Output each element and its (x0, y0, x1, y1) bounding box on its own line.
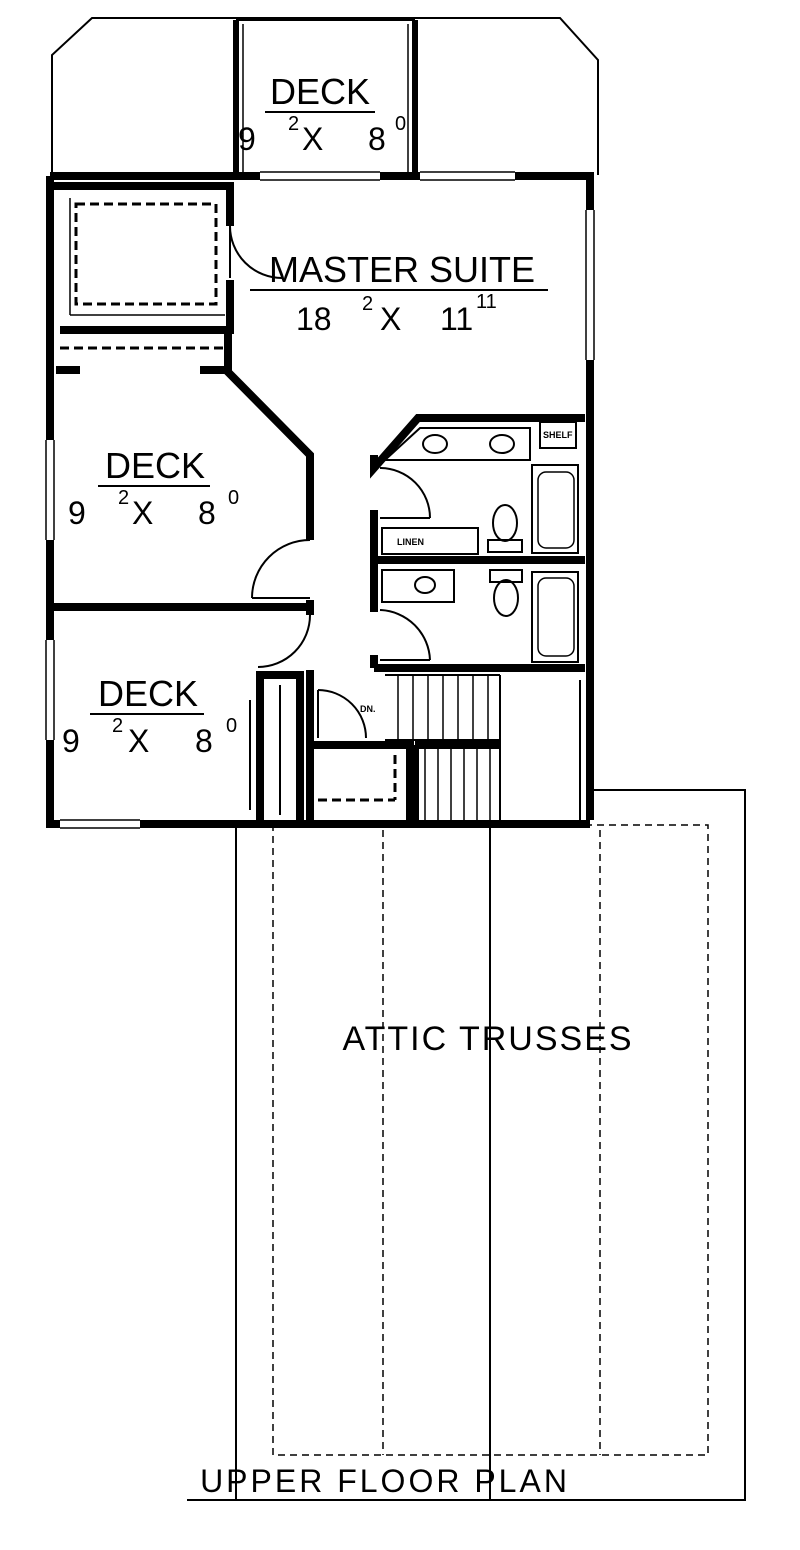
hall-closet (310, 689, 414, 824)
top-deck-outline (233, 19, 418, 178)
deck-mid-dim-a: 9 (68, 495, 86, 531)
deck-mid-dim-b-sup: 0 (228, 487, 239, 509)
master-suite-dim-b-sup: 11 (476, 291, 497, 313)
closet-top-left (50, 182, 283, 334)
shelf-label: SHELF (543, 430, 573, 440)
master-suite-name: MASTER SUITE (269, 249, 535, 290)
deck-mid-label: DECK 9 2 X 8 0 (68, 445, 239, 531)
deck-top-x: X (302, 121, 323, 157)
deck-bottom-name: DECK (98, 673, 198, 714)
deck-mid-dim-b: 8 (198, 495, 216, 531)
down-label: DN. (360, 704, 376, 714)
deck-bottom-dim-b-sup: 0 (226, 715, 237, 737)
deck-bottom-dim-b: 8 (195, 723, 213, 759)
deck-bottom-x: X (128, 723, 149, 759)
deck-top-label: DECK 9 2 X 8 0 (238, 71, 406, 157)
mid-deck-walls (50, 330, 314, 668)
attic-trusses-label: ATTIC TRUSSES (342, 1020, 633, 1058)
master-suite-dim-a: 18 (296, 301, 332, 337)
closet-band (56, 346, 228, 374)
bathroom-block (370, 414, 585, 672)
deck-top-name: DECK (270, 71, 370, 112)
master-suite-dim-a-sup: 2 (362, 293, 373, 315)
deck-mid-dim-a-sup: 2 (118, 487, 129, 509)
attic-trusses-area (235, 789, 746, 1501)
deck-mid-name: DECK (105, 445, 205, 486)
deck-top-dim-b: 8 (368, 121, 386, 157)
master-suite-label: MASTER SUITE 18 2 X 11 11 (250, 249, 548, 337)
deck-top-dim-a: 9 (238, 121, 256, 157)
master-suite-x: X (380, 301, 401, 337)
bottom-deck-walls (249, 670, 314, 824)
staircase (385, 674, 581, 824)
deck-bottom-dim-a: 9 (62, 723, 80, 759)
master-suite-dim-b: 11 (440, 301, 473, 337)
linen-label: LINEN (397, 537, 424, 547)
deck-top-dim-b-sup: 0 (395, 113, 406, 135)
deck-top-dim-a-sup: 2 (288, 113, 299, 135)
deck-bottom-label: DECK 9 2 X 8 0 (62, 673, 237, 759)
deck-mid-x: X (132, 495, 153, 531)
exterior-walls (44, 170, 596, 830)
roof-outline (51, 17, 599, 175)
plan-title: UPPER FLOOR PLAN (200, 1463, 570, 1499)
deck-bottom-dim-a-sup: 2 (112, 715, 123, 737)
